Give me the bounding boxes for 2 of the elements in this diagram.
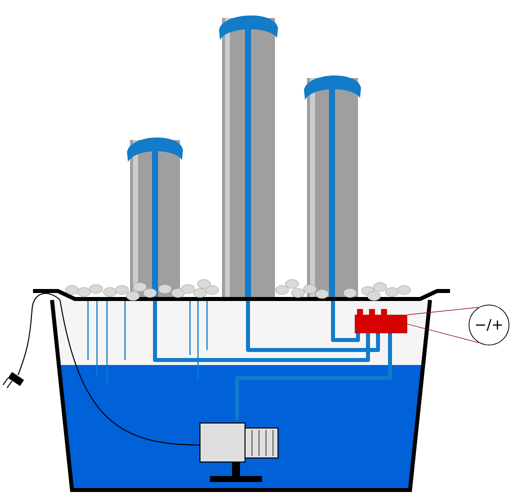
control-box [354,309,408,334]
leader-line [406,307,480,343]
